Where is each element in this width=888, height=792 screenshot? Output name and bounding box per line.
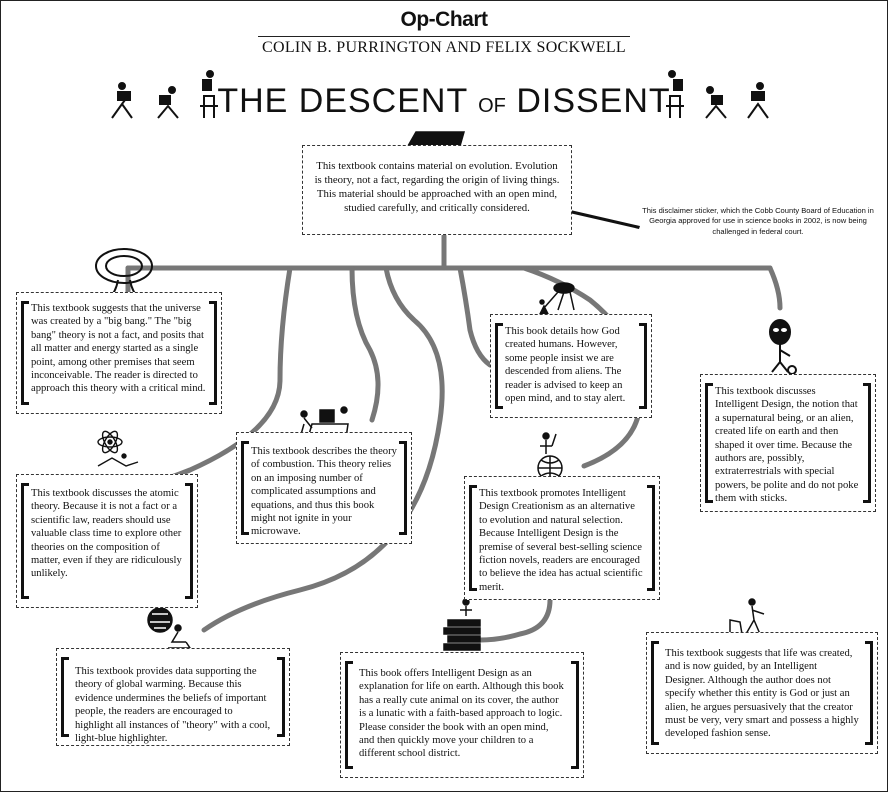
- branch-aliens: [457, 265, 493, 368]
- atom-icon: [97, 430, 139, 467]
- box-global-warming: This textbook provides data supporting t…: [56, 648, 290, 746]
- title-part-2: OF: [478, 95, 506, 117]
- branch-cute-animal: [477, 597, 553, 643]
- globe-figure-icon: [537, 432, 563, 481]
- box-intelligent-design-alien: This textbook discusses Intelligent Desi…: [700, 374, 876, 512]
- reading-figures-left: [111, 70, 218, 119]
- reading-figures-right: [666, 70, 769, 119]
- box-id-creationism: This textbook promotes Intelligent Desig…: [464, 476, 660, 600]
- box-atomic-text: This textbook discusses the atomic theor…: [31, 488, 182, 580]
- box-big-bang-text: This textbook suggests that the universe…: [31, 303, 206, 395]
- sticker-pointer-arrow: [565, 209, 640, 229]
- computer-desk-icon: [299, 406, 349, 439]
- earth-figure-icon: [147, 607, 192, 649]
- section-label: Op-Chart: [400, 8, 489, 31]
- branch-global-warming: [201, 265, 445, 633]
- title-part-1: THE DESCENT: [217, 82, 468, 120]
- alien-icon: [769, 319, 797, 375]
- sticker-annotation: This disclaimer sticker, which the Cobb …: [642, 206, 874, 236]
- page-title: THE DESCENT OF DISSENT: [0, 82, 888, 121]
- box-aliens-humans-text: This book details how God created humans…: [505, 326, 626, 405]
- box-fashion-text: This textbook suggests that life was cre…: [665, 648, 859, 740]
- box-big-bang: This textbook suggests that the universe…: [16, 292, 222, 414]
- box-id-creationism-text: This textbook promotes Intelligent Desig…: [479, 488, 643, 593]
- box-cute-animal-text: This book offers Intelligent Design as a…: [359, 668, 564, 760]
- title-part-3: DISSENT: [516, 82, 671, 120]
- box-aliens-humans: This book details how God created humans…: [490, 314, 652, 418]
- box-cute-animal: This book offers Intelligent Design as a…: [340, 652, 584, 778]
- box-intelligent-design-alien-text: This textbook discusses Intelligent Desi…: [715, 386, 859, 505]
- box-combustion: This textbook describes the theory of co…: [236, 432, 412, 544]
- branch-et: [767, 265, 783, 311]
- byline: COLIN B. PURRINGTON AND FELIX SOCKWELL: [258, 36, 630, 57]
- book-pile-figure-icon: [443, 598, 481, 651]
- box-fashion: This textbook suggests that life was cre…: [646, 632, 878, 754]
- box-atomic: This textbook discusses the atomic theor…: [16, 474, 198, 608]
- box-global-warming-text: This textbook provides data supporting t…: [75, 666, 271, 745]
- disclaimer-sticker: This textbook contains material on evolu…: [302, 145, 572, 235]
- box-combustion-text: This textbook describes the theory of co…: [251, 446, 397, 538]
- branch-combustion: [349, 265, 381, 423]
